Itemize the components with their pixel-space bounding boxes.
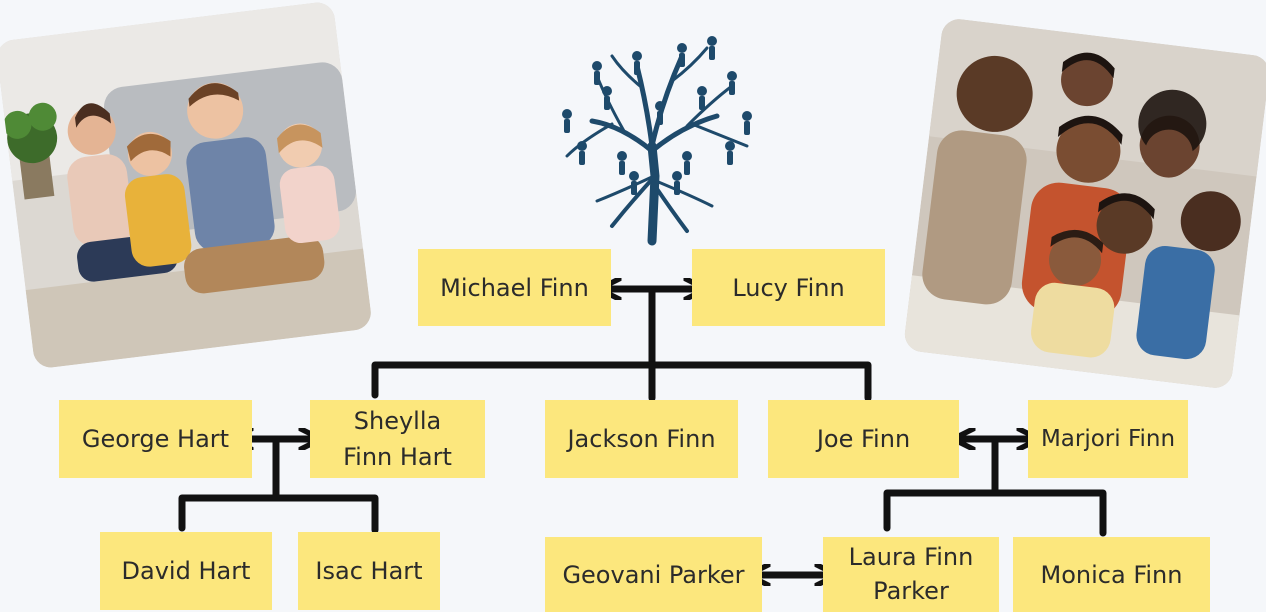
member-david-hart: David Hart [100, 532, 272, 610]
member-lucy-finn: Lucy Finn [692, 249, 885, 326]
member-laura-finn-parker: Laura Finn Parker [823, 537, 999, 612]
member-george-hart: George Hart [59, 400, 252, 478]
family-photo-right [902, 17, 1266, 390]
family-photo-left [0, 0, 373, 370]
member-isac-hart: Isac Hart [298, 532, 440, 610]
member-joe-finn: Joe Finn [768, 400, 959, 478]
member-sheylla-finn-hart: Sheylla Finn Hart [310, 400, 485, 478]
member-jackson-finn: Jackson Finn [545, 400, 738, 478]
family-tree-logo [562, 36, 752, 246]
member-monica-finn: Monica Finn [1013, 537, 1210, 612]
member-marjori-finn: Marjori Finn [1028, 400, 1188, 478]
member-geovani-parker: Geovani Parker [545, 537, 762, 612]
member-michael-finn: Michael Finn [418, 249, 611, 326]
